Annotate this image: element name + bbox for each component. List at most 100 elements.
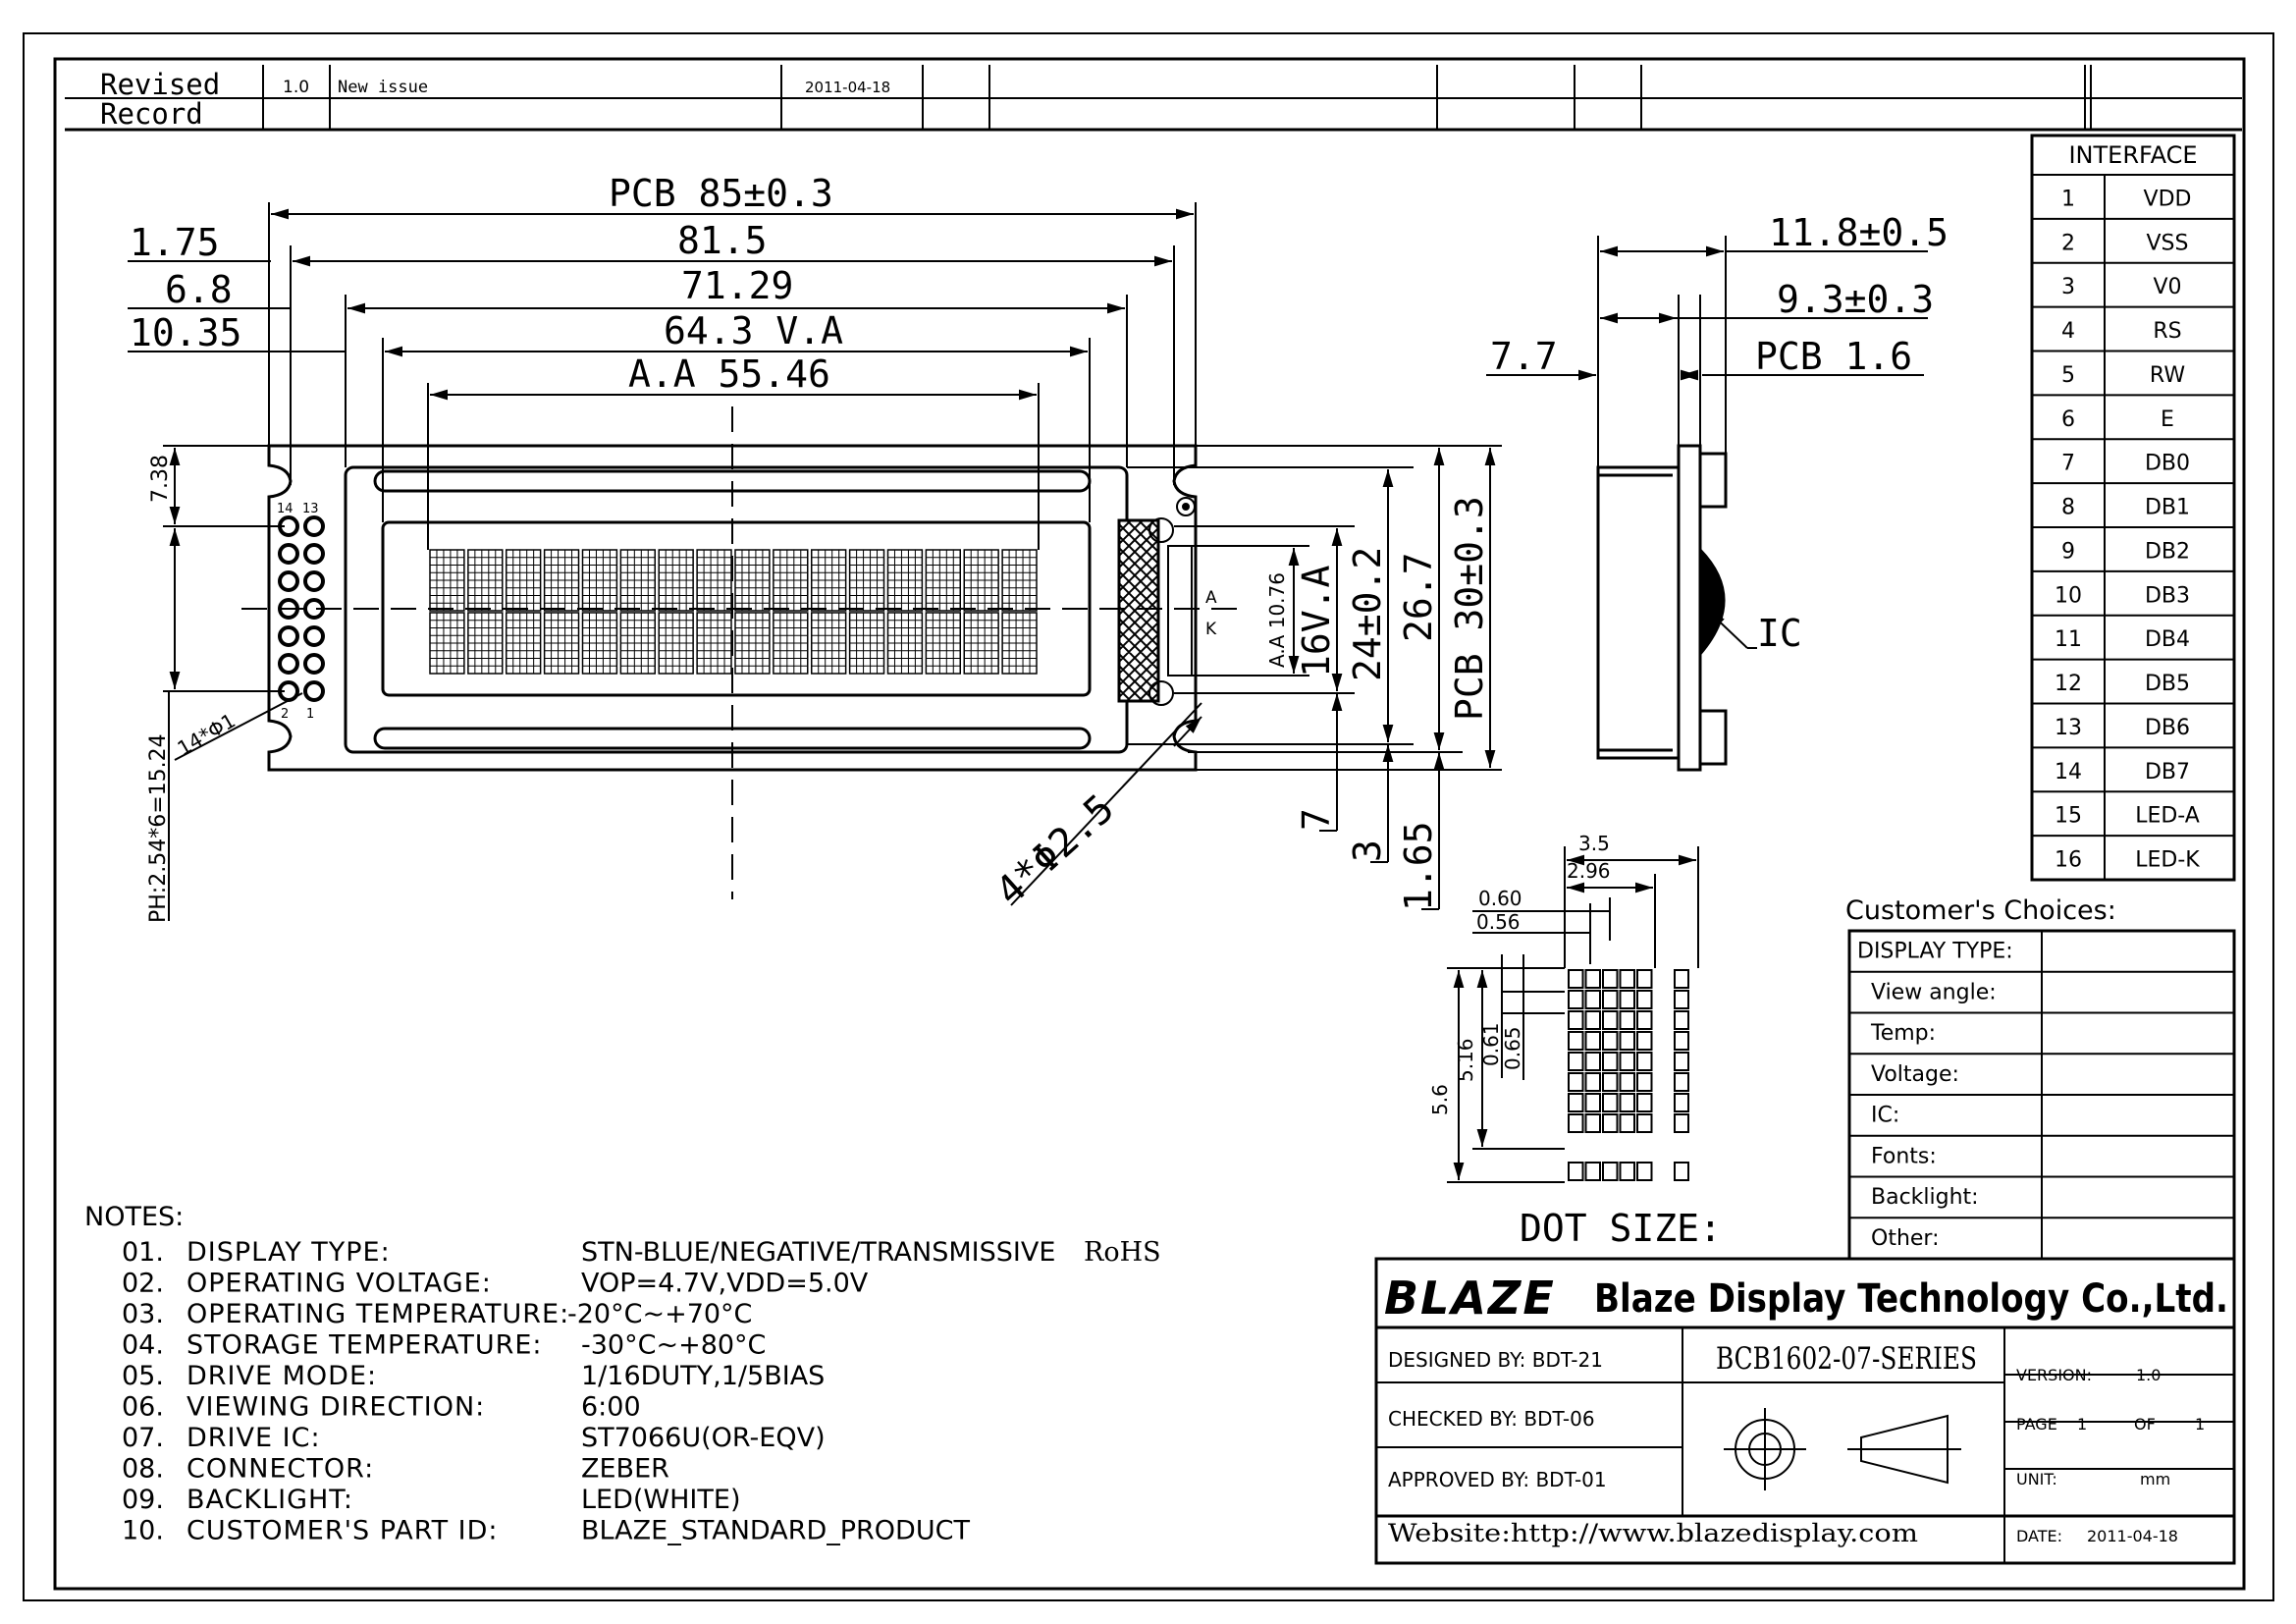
- header-pin: [303, 543, 325, 565]
- pin-name: RS: [2153, 319, 2181, 344]
- note-number: 04.: [122, 1330, 164, 1361]
- note-label: VIEWING DIRECTION:: [187, 1392, 485, 1423]
- char-cell: [848, 612, 885, 675]
- note-number: 08.: [122, 1454, 164, 1485]
- dim-aa-width: A.A 55.46: [628, 352, 830, 396]
- side-module: 9.3±0.3: [1777, 278, 1934, 321]
- dot: [1619, 990, 1635, 1009]
- dot-pitch-y: 0.65: [1501, 1026, 1524, 1070]
- note-rows: 01.DISPLAY TYPE:STN-BLUE/NEGATIVE/TRANSM…: [122, 1237, 1161, 1546]
- char-cell: [963, 612, 999, 675]
- title-block: BLAZE Blaze Display Technology Co.,Ltd. …: [1374, 1257, 2236, 1565]
- part-number: BCB1602-07-SERIES: [1716, 1341, 1977, 1377]
- led-label-a: A: [1205, 588, 1217, 608]
- character-cells: [429, 549, 1038, 675]
- choice-label: Backlight:: [1871, 1185, 1979, 1210]
- dim-left-bezel: 6.8: [165, 268, 233, 311]
- right-dimensions: [1127, 445, 1502, 910]
- side-pcb: [1677, 444, 1702, 772]
- pin-number: 2: [2061, 231, 2075, 255]
- dot: [1584, 1113, 1601, 1133]
- dot: [1619, 1072, 1635, 1092]
- note-row: 01.DISPLAY TYPE:STN-BLUE/NEGATIVE/TRANSM…: [122, 1237, 1161, 1268]
- char-cell: [811, 612, 847, 675]
- choice-label: View angle:: [1871, 980, 1997, 1004]
- header-pin: [303, 515, 325, 537]
- revised-label: Revised: [100, 68, 220, 101]
- dim-left-mount: 1.75: [130, 221, 220, 264]
- dot: [1602, 1010, 1619, 1030]
- choice-label: Temp:: [1870, 1021, 1936, 1046]
- dot-gap: [1674, 969, 1689, 989]
- dim-pin-pitch: PH:2.54*6=15.24: [146, 733, 171, 923]
- pin-number: 14: [2055, 760, 2082, 785]
- side-total: 11.8±0.5: [1769, 211, 1949, 254]
- header-label-13: 13: [302, 502, 319, 516]
- cursor-dot: [1619, 1162, 1635, 1181]
- pin-number: 3: [2061, 275, 2075, 299]
- dot-gap: [1674, 1031, 1689, 1051]
- dim-left-va: 10.35: [130, 311, 241, 354]
- pin-number: 16: [2055, 848, 2082, 873]
- note-value: 1/16DUTY,1/5BIAS: [581, 1361, 825, 1391]
- note-number: 07.: [122, 1423, 164, 1453]
- version-label: VERSION:: [2016, 1366, 2092, 1384]
- inner-border: [53, 57, 2246, 1591]
- char-cell: [581, 549, 618, 612]
- width-dimensions: [128, 202, 1197, 550]
- dot: [1636, 990, 1653, 1009]
- dim-bottom-3: 3: [1346, 839, 1389, 862]
- char-cell: [658, 612, 694, 675]
- note-row: 07.DRIVE IC:ST7066U(OR-EQV): [122, 1423, 826, 1453]
- note-row: 10.CUSTOMER'S PART ID:BLAZE_STANDARD_PRO…: [122, 1516, 970, 1546]
- side-pin-bottom: [1698, 709, 1728, 766]
- dot-pitch-x: 0.60: [1478, 887, 1522, 910]
- dot: [1636, 1072, 1653, 1092]
- designed-by: DESIGNED BY: BDT-21: [1388, 1348, 1603, 1372]
- dim-pin-holes: 14*Φ1: [174, 709, 240, 761]
- led-label-k: K: [1205, 620, 1217, 639]
- dim-va-width: 64.3 V.A: [664, 309, 843, 352]
- header-pin: [278, 625, 299, 647]
- website: Website:http://www.blazedisplay.com: [1388, 1519, 1918, 1547]
- char-cell: [734, 549, 771, 612]
- dim-aa-height: A.A 10.76: [1265, 572, 1289, 668]
- pin-number: 15: [2055, 804, 2082, 829]
- dot: [1602, 969, 1619, 989]
- dot: [1568, 1052, 1584, 1071]
- header-pin: [303, 653, 325, 675]
- dot-gap: [1674, 1010, 1689, 1030]
- customer-choices: Customer's Choices: DISPLAY TYPE:View an…: [1845, 895, 2236, 1261]
- dim-bezel-width: 71.29: [681, 264, 793, 307]
- header-label-2: 2: [281, 707, 289, 722]
- dot-dots-height: 5.16: [1454, 1038, 1477, 1082]
- pin-name: DB2: [2145, 539, 2190, 564]
- zebra-connector: [1117, 518, 1160, 703]
- date-value: 2011-04-18: [2087, 1527, 2178, 1545]
- dot: [1584, 969, 1601, 989]
- dot-dot-y: 0.61: [1479, 1022, 1503, 1066]
- dot: [1619, 1010, 1635, 1030]
- centre-lines: [241, 406, 1239, 899]
- dot: [1584, 1031, 1601, 1051]
- note-row: 02.OPERATING VOLTAGE:VOP=4.7V,VDD=5.0V: [122, 1269, 869, 1299]
- dot: [1568, 990, 1584, 1009]
- dot: [1602, 1052, 1619, 1071]
- pin-name: DB3: [2145, 583, 2190, 608]
- header-pin: [303, 570, 325, 592]
- header-pin: [303, 625, 325, 647]
- left-dimensions: [163, 445, 303, 921]
- unit-label: UNIT:: [2016, 1470, 2057, 1489]
- char-cell: [506, 612, 542, 675]
- char-cell: [429, 549, 465, 612]
- sheet-borders: [23, 32, 2274, 1601]
- version-value: 1.0: [2136, 1366, 2161, 1384]
- pin-name: DB6: [2145, 716, 2190, 740]
- side-pcb-thk: PCB 1.6: [1755, 335, 1912, 378]
- rev-version: 1.0: [283, 78, 309, 97]
